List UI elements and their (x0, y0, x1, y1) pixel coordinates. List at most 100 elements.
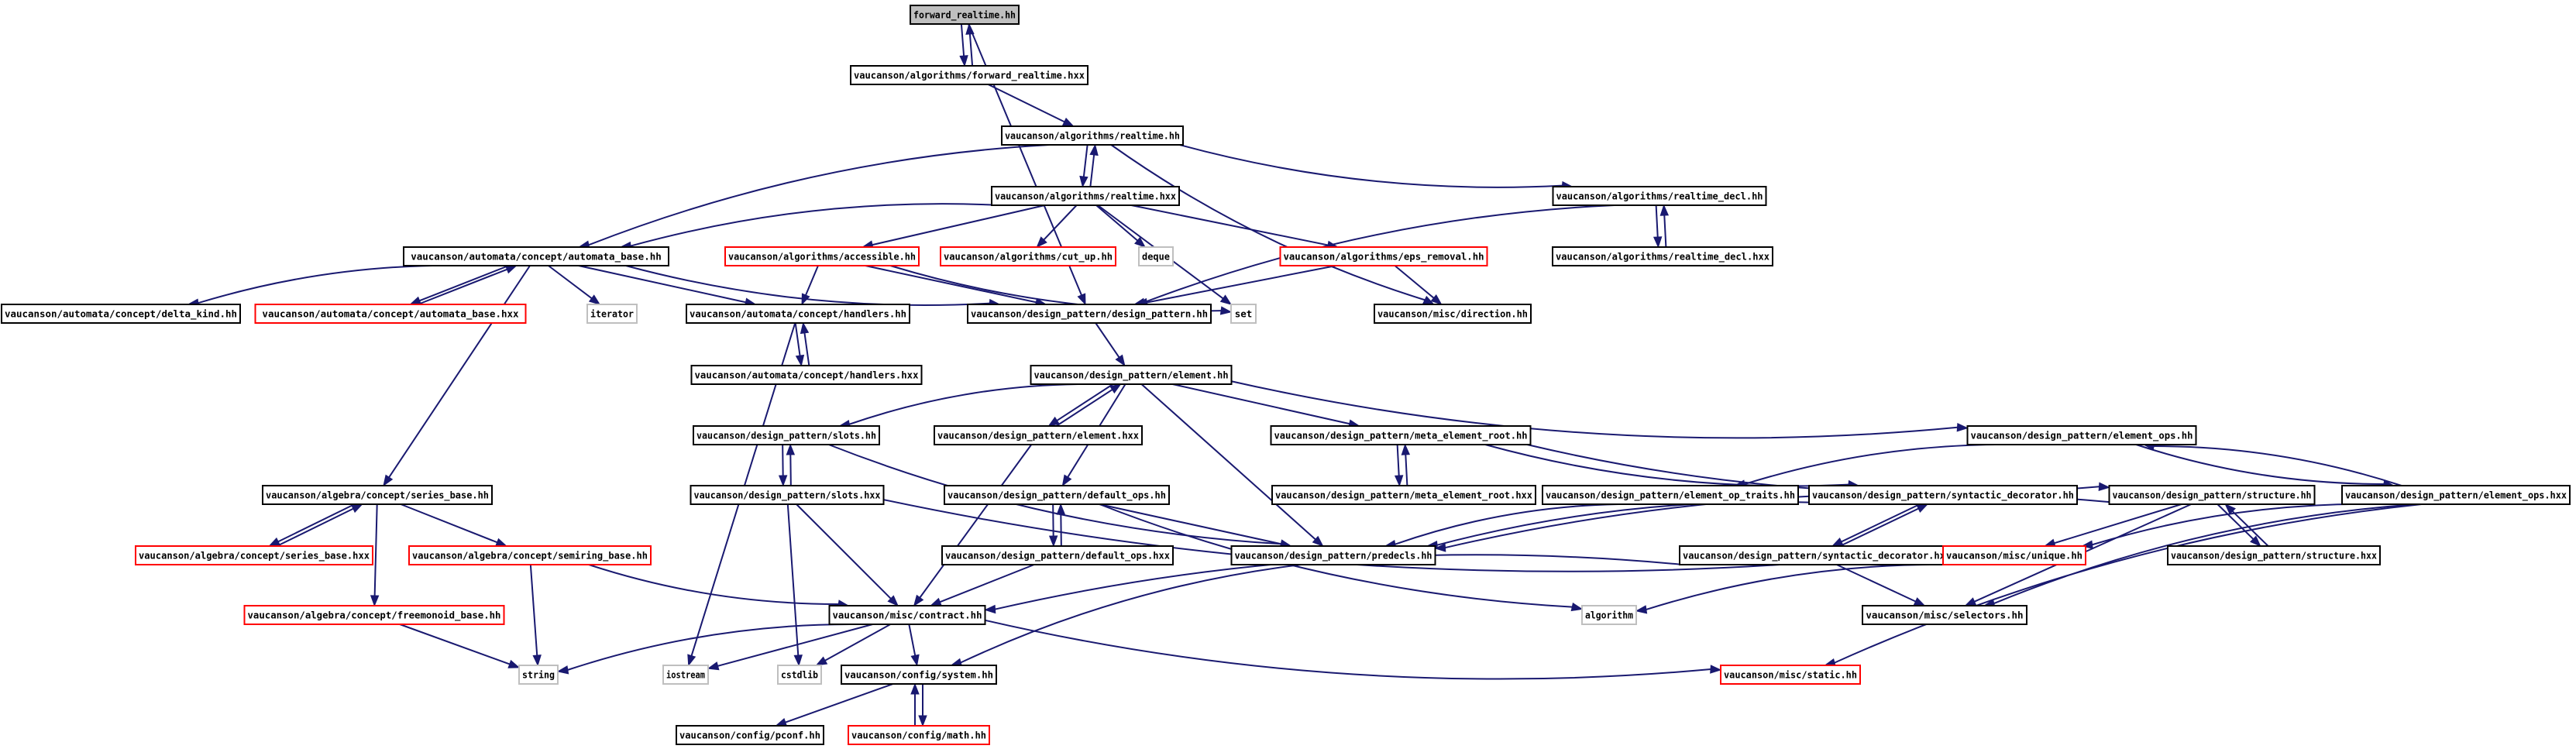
node-box[interactable] (1966, 425, 2197, 445)
node-box[interactable] (934, 425, 1143, 445)
node-box[interactable] (693, 425, 880, 445)
node-realtime_decl_hxx[interactable]: vaucanson/algorithms/realtime_decl.hxx (1552, 246, 1773, 266)
node-box[interactable] (1374, 304, 1532, 324)
node-box[interactable] (848, 725, 990, 745)
node-unique_hh[interactable]: vaucanson/misc/unique.hh (1942, 545, 2086, 565)
node-automata_base_hh[interactable]: vaucanson/automata/concept/automata_base… (403, 246, 669, 266)
node-freemonoid_base_hh[interactable]: vaucanson/algebra/concept/freemonoid_bas… (243, 605, 505, 625)
node-box[interactable] (1552, 246, 1773, 266)
node-deque[interactable]: deque (1138, 246, 1174, 266)
node-element_hh[interactable]: vaucanson/design_pattern/element.hh (1030, 365, 1233, 385)
node-syntactic_decorator_hh[interactable]: vaucanson/design_pattern/syntactic_decor… (1808, 485, 2078, 505)
node-static_hh[interactable]: vaucanson/misc/static.hh (1720, 665, 1861, 685)
node-box[interactable] (1862, 605, 2027, 625)
node-contract_hh[interactable]: vaucanson/misc/contract.hh (828, 605, 986, 625)
node-eps_removal_hh[interactable]: vaucanson/algorithms/eps_removal.hh (1279, 246, 1488, 266)
node-realtime_decl_hh[interactable]: vaucanson/algorithms/realtime_decl.hh (1552, 186, 1767, 206)
node-box[interactable] (967, 304, 1212, 324)
node-box[interactable] (262, 485, 493, 505)
node-default_ops_hxx[interactable]: vaucanson/design_pattern/default_ops.hxx (941, 545, 1174, 565)
node-box[interactable] (408, 545, 652, 565)
node-handlers_hxx[interactable]: vaucanson/automata/concept/handlers.hxx (690, 365, 923, 385)
node-box[interactable] (2167, 545, 2381, 565)
node-pconf_hh[interactable]: vaucanson/config/pconf.hh (676, 725, 824, 745)
node-box[interactable] (1808, 485, 2078, 505)
node-series_base_hxx[interactable]: vaucanson/algebra/concept/series_base.hx… (135, 545, 373, 565)
node-cstdlib[interactable]: cstdlib (777, 665, 822, 685)
node-element_ops_hh[interactable]: vaucanson/design_pattern/element_ops.hh (1966, 425, 2197, 445)
node-design_pattern_hh[interactable]: vaucanson/design_pattern/design_pattern.… (967, 304, 1212, 324)
node-box[interactable] (1, 304, 241, 324)
node-predecls_hh[interactable]: vaucanson/design_pattern/predecls.hh (1230, 545, 1436, 565)
node-box[interactable] (686, 304, 910, 324)
node-box[interactable] (828, 605, 986, 625)
node-box[interactable] (690, 365, 923, 385)
node-structure_hh[interactable]: vaucanson/design_pattern/structure.hh (2108, 485, 2316, 505)
node-realtime_hxx[interactable]: vaucanson/algorithms/realtime.hxx (991, 186, 1180, 206)
node-box[interactable] (1270, 425, 1532, 445)
node-default_ops_hh[interactable]: vaucanson/design_pattern/default_ops.hh (944, 485, 1170, 505)
node-delta_kind_hh[interactable]: vaucanson/automata/concept/delta_kind.hh (1, 304, 241, 324)
node-cut_up_hh[interactable]: vaucanson/algorithms/cut_up.hh (940, 246, 1116, 266)
node-box[interactable] (991, 186, 1180, 206)
node-string[interactable]: string (518, 665, 559, 685)
node-box[interactable] (518, 665, 559, 685)
node-math_hh[interactable]: vaucanson/config/math.hh (848, 725, 990, 745)
node-structure_hxx[interactable]: vaucanson/design_pattern/structure.hxx (2167, 545, 2381, 565)
node-box[interactable] (403, 246, 669, 266)
node-series_base_hh[interactable]: vaucanson/algebra/concept/series_base.hh (262, 485, 493, 505)
node-box[interactable] (254, 304, 527, 324)
node-box[interactable] (690, 485, 885, 505)
node-box[interactable] (1001, 125, 1184, 146)
node-semiring_base_hh[interactable]: vaucanson/algebra/concept/semiring_base.… (408, 545, 652, 565)
node-element_op_traits_hh[interactable]: vaucanson/design_pattern/element_op_trai… (1542, 485, 1799, 505)
node-automata_base_hxx[interactable]: vaucanson/automata/concept/automata_base… (254, 304, 527, 324)
node-box[interactable] (1581, 605, 1637, 625)
node-realtime_hh[interactable]: vaucanson/algorithms/realtime.hh (1001, 125, 1184, 146)
node-algorithm[interactable]: algorithm (1581, 605, 1637, 625)
node-meta_element_root_hxx[interactable]: vaucanson/design_pattern/meta_element_ro… (1271, 485, 1536, 505)
node-box[interactable] (2108, 485, 2316, 505)
node-box[interactable] (1720, 665, 1861, 685)
node-box[interactable] (243, 605, 505, 625)
node-box[interactable] (2341, 485, 2571, 505)
node-box[interactable] (1542, 485, 1799, 505)
node-meta_element_root_hh[interactable]: vaucanson/design_pattern/meta_element_ro… (1270, 425, 1532, 445)
node-iterator[interactable]: iterator (586, 304, 638, 324)
node-box[interactable] (841, 665, 997, 685)
node-box[interactable] (724, 246, 920, 266)
node-box[interactable] (1679, 545, 1955, 565)
node-slots_hxx[interactable]: vaucanson/design_pattern/slots.hxx (690, 485, 885, 505)
node-direction_hh[interactable]: vaucanson/misc/direction.hh (1374, 304, 1532, 324)
node-set[interactable]: set (1230, 304, 1257, 324)
node-box[interactable] (1271, 485, 1536, 505)
node-box[interactable] (1030, 365, 1233, 385)
node-box[interactable] (135, 545, 373, 565)
node-slots_hh[interactable]: vaucanson/design_pattern/slots.hh (693, 425, 880, 445)
node-box[interactable] (1942, 545, 2086, 565)
node-system_hh[interactable]: vaucanson/config/system.hh (841, 665, 997, 685)
node-forward_rt_hh[interactable]: forward_realtime.hh (910, 5, 1020, 25)
node-box[interactable] (586, 304, 638, 324)
node-box[interactable] (1279, 246, 1488, 266)
node-element_hxx[interactable]: vaucanson/design_pattern/element.hxx (934, 425, 1143, 445)
node-box[interactable] (940, 246, 1116, 266)
node-forward_rt_hxx[interactable]: vaucanson/algorithms/forward_realtime.hx… (850, 65, 1089, 85)
node-box[interactable] (676, 725, 824, 745)
node-iostream[interactable]: iostream (662, 665, 709, 685)
node-element_ops_hxx[interactable]: vaucanson/design_pattern/element_ops.hxx (2341, 485, 2571, 505)
node-box[interactable] (850, 65, 1089, 85)
node-syntactic_decorator_hxx[interactable]: vaucanson/design_pattern/syntactic_decor… (1679, 545, 1955, 565)
node-box[interactable] (777, 665, 822, 685)
node-box[interactable] (1230, 304, 1257, 324)
node-box[interactable] (662, 665, 709, 685)
node-box[interactable] (941, 545, 1174, 565)
node-box[interactable] (1230, 545, 1436, 565)
node-accessible_hh[interactable]: vaucanson/algorithms/accessible.hh (724, 246, 920, 266)
node-box[interactable] (1552, 186, 1767, 206)
node-box[interactable] (910, 5, 1020, 25)
node-box[interactable] (1138, 246, 1174, 266)
node-box[interactable] (944, 485, 1170, 505)
node-handlers_hh[interactable]: vaucanson/automata/concept/handlers.hh (686, 304, 910, 324)
node-selectors_hh[interactable]: vaucanson/misc/selectors.hh (1862, 605, 2027, 625)
